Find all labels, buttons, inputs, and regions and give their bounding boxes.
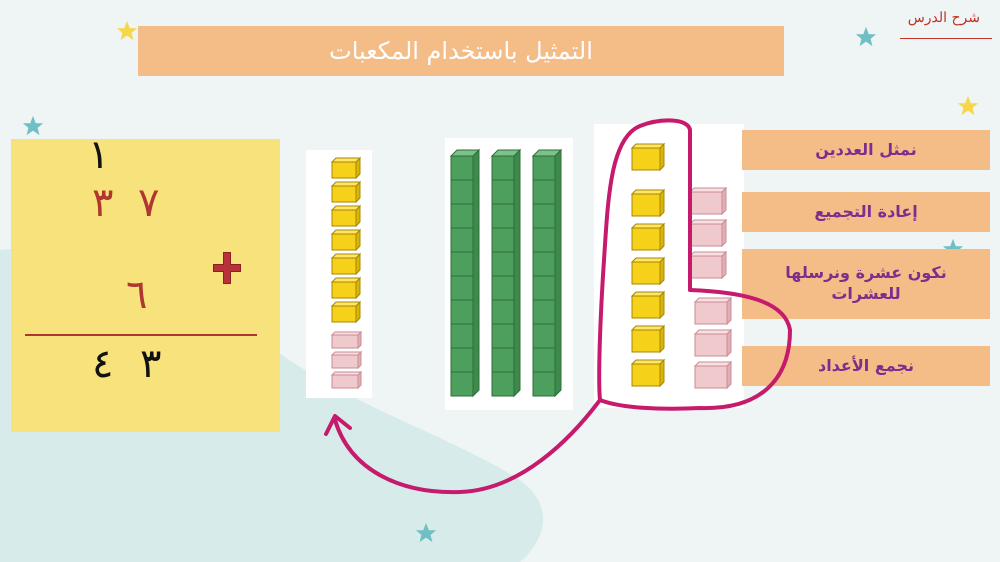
result-ones: ٤ — [92, 341, 114, 387]
star-icon — [957, 95, 979, 116]
ten-rods — [450, 149, 562, 397]
ones-cubes — [631, 143, 732, 389]
star-icon — [22, 115, 44, 136]
lesson-label-underline — [900, 38, 992, 39]
unit-cubes-column — [331, 157, 362, 389]
step-add-numbers[interactable]: نجمع الأعداد — [742, 346, 990, 386]
calculation-card — [11, 139, 280, 432]
lesson-label[interactable]: شرح الدرس — [907, 10, 980, 26]
star-icon — [415, 522, 437, 543]
star-icon — [855, 26, 877, 47]
first-number-ones: ٧ — [138, 180, 160, 226]
step-regroup[interactable]: إعادة التجميع — [742, 192, 990, 232]
page-title: التمثيل باستخدام المكعبات — [329, 37, 593, 65]
step-represent-numbers[interactable]: نمثل العددين — [742, 130, 990, 170]
carry-digit: ١ — [88, 132, 110, 178]
step-make-ten[interactable]: نكون عشرة ونرسلها للعشرات — [742, 249, 990, 319]
second-number: ٦ — [126, 272, 148, 318]
star-icon — [116, 20, 138, 41]
first-number-tens: ٣ — [92, 180, 114, 226]
result-tens: ٣ — [140, 341, 162, 387]
title-banner: التمثيل باستخدام المكعبات — [138, 26, 784, 76]
sum-line — [25, 334, 257, 336]
plus-icon — [213, 252, 241, 284]
